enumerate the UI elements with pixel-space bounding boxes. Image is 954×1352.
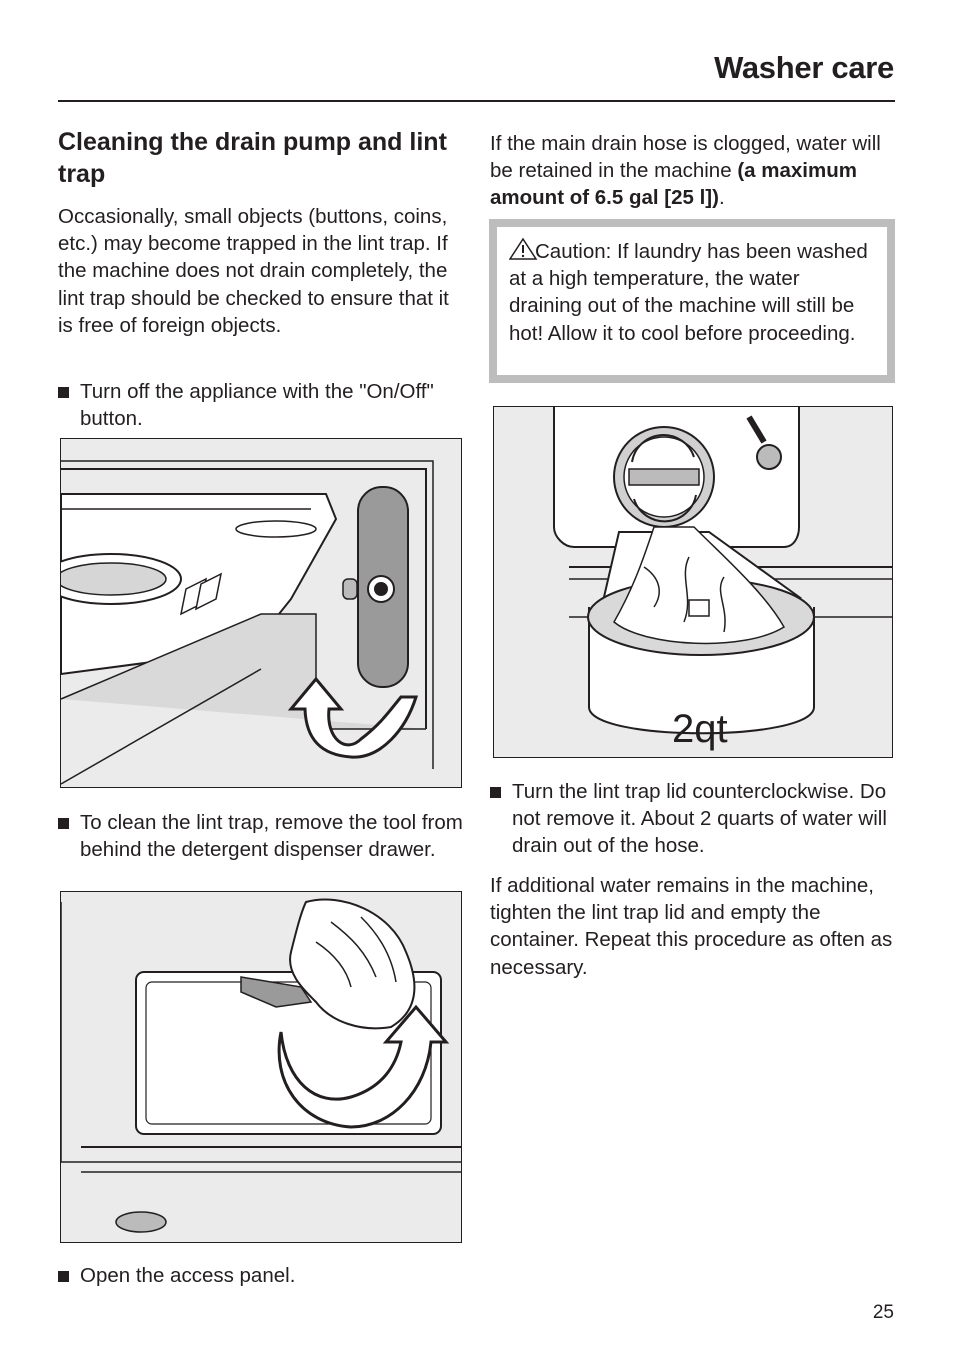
caution-inner: Caution: If laundry has been washed at a… [497,227,887,375]
caution-box: Caution: If laundry has been washed at a… [489,219,895,383]
additional-water-paragraph: If additional water remains in the machi… [490,874,893,979]
figure-dispenser-tool [60,438,462,788]
step-turn-lid: Turn the lint trap lid counterclockwise.… [490,778,900,860]
drain-hose-end: . [718,186,725,210]
step-turn-off: Turn off the appliance with the "On/Off"… [58,378,463,432]
step-open-panel-text: Open the access panel. [80,1264,296,1287]
section-title: Cleaning the drain pump and lint trap [58,128,447,188]
bullet-icon [58,387,69,398]
container-volume-label: 2qt [672,707,728,751]
step-open-panel: Open the access panel. [58,1262,463,1289]
warning-triangle-icon [508,237,538,260]
step-remove-tool: To clean the lint trap, remove the tool … [58,809,463,863]
page-header-title: Washer care [714,50,894,85]
bullet-icon [58,1271,69,1282]
drain-max-amount: (a maximum amount of 6.5 gal [25 l]) [490,159,857,210]
intro-paragraph: Occasionally, small objects (buttons, co… [58,205,449,337]
caution-text: Caution: If laundry has been washed at a… [509,240,868,345]
header-divider [58,100,895,102]
step-turn-lid-text: Turn the lint trap lid counterclockwise.… [512,780,887,858]
step-remove-tool-text: To clean the lint trap, remove the tool … [80,811,463,862]
figure-access-panel [60,891,462,1243]
bullet-icon [490,787,501,798]
bullet-icon [58,818,69,829]
drain-hose-text: If the main drain hose is clogged, water… [490,132,881,183]
drain-hose-paragraph: If the main drain hose is clogged, water… [490,130,895,212]
step-turn-off-text: Turn off the appliance with the "On/Off"… [80,380,434,431]
figure-draining: 2qt [493,406,893,758]
page-number: 25 [872,1302,894,1323]
